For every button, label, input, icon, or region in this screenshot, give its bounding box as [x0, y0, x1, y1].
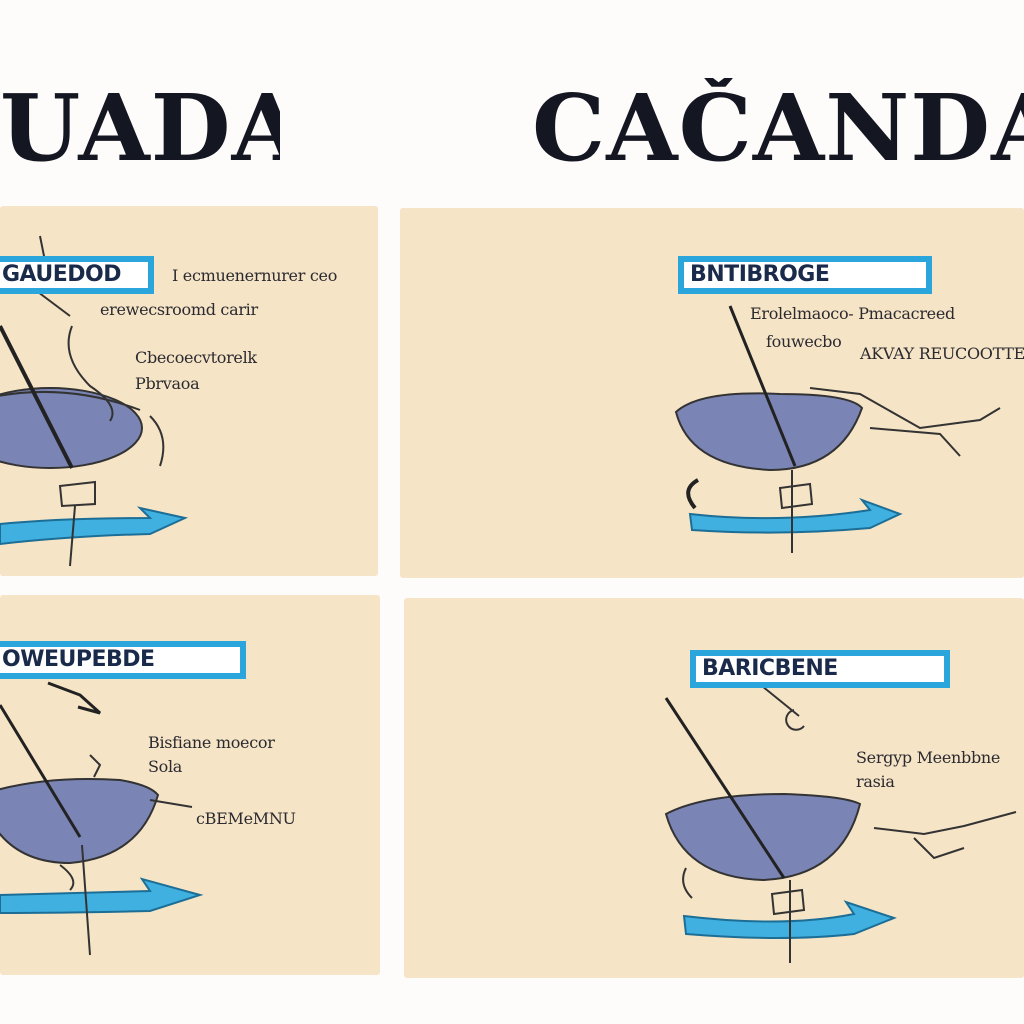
diagram-panel-1: GAUEDOD I ecmuenernurer ceo erewecsroomd…	[0, 206, 378, 576]
panel-2-note-1: Erolelmaoco- Pmacacreed	[750, 304, 955, 323]
diagram-panel-3: OWEUPEBDE Bisfiane moecor Sola cBEMeMNU	[0, 595, 380, 975]
panel-1-note-1: I ecmuenernurer ceo	[172, 266, 338, 285]
title-right: CAČANDAC	[532, 78, 1024, 178]
rod-line	[664, 697, 786, 879]
stem-line	[69, 505, 76, 567]
panel-2-illustration	[674, 305, 1001, 553]
small-sketch	[59, 754, 102, 891]
curved-arrow	[0, 506, 189, 546]
rod-line	[728, 305, 797, 467]
small-sketch	[778, 482, 814, 510]
panel-4-note-2: rasia	[856, 772, 895, 791]
pointer-sketch	[761, 685, 805, 731]
panel-3-note-3: cBEMeMNU	[196, 809, 296, 828]
figure-sketch	[67, 325, 114, 422]
panel-3-note-1: Bisfiane moecor	[148, 733, 275, 752]
panel-4-illustration	[664, 685, 1017, 963]
bowl-shape	[0, 778, 160, 865]
rod-line	[0, 325, 74, 469]
sketch-lines	[873, 811, 1017, 860]
panel-1-label: GAUEDOD	[0, 256, 154, 294]
title-left: UADA	[0, 78, 280, 178]
panel-2-label: BNTIBROGE	[678, 256, 932, 294]
arrow-hook	[686, 478, 700, 510]
bowl-shape	[664, 792, 862, 882]
bowl-rim	[0, 391, 141, 411]
curved-arrow	[0, 877, 204, 915]
panel-2-note-2: fouwecbo	[766, 332, 842, 351]
stem-line	[81, 844, 91, 956]
diagram-panel-2: BNTIBROGE Erolelmaoco- Pmacacreed fouwec…	[400, 208, 1024, 578]
bowl-shape	[674, 392, 864, 472]
small-sketch	[682, 867, 806, 916]
panel-4-note-1: Sergyp Meenbbne	[856, 748, 1001, 767]
rod-line	[0, 704, 82, 838]
sketch-lines	[809, 387, 1001, 457]
panel-1-note-3: Cbecoecvtorelk	[135, 348, 257, 367]
curved-arrow	[682, 900, 897, 939]
panel-1-illustration	[0, 235, 189, 567]
panel-3-label: OWEUPEBDE	[0, 641, 246, 679]
panel-3-illustration	[0, 681, 204, 956]
panel-4-label: BARICBENE	[690, 650, 950, 688]
panel-2-note-3: AKVAY REUCOOTTE	[860, 344, 1024, 363]
connector-line	[149, 799, 193, 808]
panel-1-note-4: Pbrvaoa	[135, 374, 200, 393]
curved-arrow	[688, 497, 903, 534]
bowl-shape	[0, 387, 143, 469]
panel-3-note-2: Sola	[148, 757, 183, 776]
pointer-sketch	[47, 681, 102, 715]
small-sketch	[58, 415, 165, 508]
diagram-panel-4: BARICBENE Sergyp Meenbbne rasia	[404, 598, 1024, 978]
panel-1-note-2: erewecsroomd carir	[100, 300, 258, 319]
